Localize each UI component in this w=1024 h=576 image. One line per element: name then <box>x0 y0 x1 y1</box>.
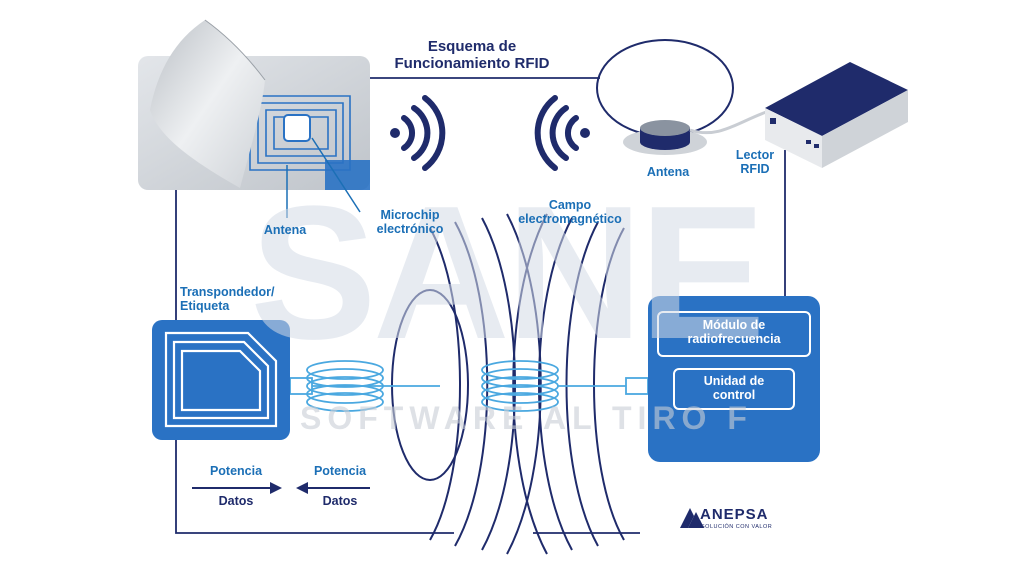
microchip-label-line-1: Microchip <box>380 208 440 222</box>
transponder-label-line-1: Transpondedor/ <box>180 285 275 299</box>
control-unit-line-2: control <box>712 388 756 403</box>
reader-antenna <box>596 39 773 155</box>
diagram-title: Esquema de Funcionamiento RFID <box>372 38 572 73</box>
logo-name: ANEPSA <box>700 506 769 523</box>
microchip-label-line-2: electrónico <box>376 222 444 237</box>
coupling-coils <box>289 360 649 412</box>
signal-waves-left-icon <box>390 95 446 171</box>
transponder-label: Transpondedor/ Etiqueta <box>180 285 300 314</box>
signal-waves-right-icon <box>534 95 590 171</box>
rfid-card <box>138 19 370 218</box>
card-antenna-label: Antena <box>263 223 307 237</box>
flow-right-top-label: Potencia <box>313 464 367 478</box>
title-line-2: Funcionamiento RFID <box>394 55 550 73</box>
flow-arrows <box>192 482 370 494</box>
connection-lines <box>175 77 786 534</box>
reader-label: Lector RFID <box>720 148 790 177</box>
field-label: Campo electromagnético <box>505 198 635 227</box>
flow-right-bottom-label: Datos <box>322 494 358 508</box>
electromagnetic-field-lines <box>391 213 625 555</box>
reader-antenna-label: Antena <box>646 165 690 179</box>
flow-left-top-label: Potencia <box>209 464 263 478</box>
field-label-line-1: Campo <box>548 198 592 212</box>
logo-tagline: SOLUCIÓN CON VALOR <box>701 524 773 530</box>
title-line-1: Esquema de <box>427 38 517 55</box>
reader-label-line-2: RFID <box>740 162 770 177</box>
rf-module-line-2: radiofrecuencia <box>687 332 781 347</box>
rf-module-line-1: Módulo de <box>702 318 766 332</box>
field-label-line-2: electromagnético <box>518 212 622 227</box>
anepsa-logo-mark-icon <box>680 508 704 528</box>
reader-label-line-1: Lector <box>735 148 775 162</box>
watermark-sane: SANE <box>250 167 766 379</box>
microchip-label: Microchip electrónico <box>360 208 460 237</box>
rf-module-label: Módulo de radiofrecuencia <box>660 318 808 347</box>
control-unit-label: Unidad de control <box>676 374 792 403</box>
reader-modules-panel <box>648 296 820 462</box>
transponder-tag <box>152 320 290 440</box>
transponder-label-line-2: Etiqueta <box>180 299 230 314</box>
control-unit-line-1: Unidad de <box>703 374 765 388</box>
rfid-reader-device <box>765 62 908 168</box>
flow-left-bottom-label: Datos <box>218 494 254 508</box>
anepsa-logo: ANEPSA SOLUCIÓN CON VALOR <box>678 506 788 536</box>
watermark-tagline: SOFTWARE AL TIRO F <box>300 400 753 436</box>
